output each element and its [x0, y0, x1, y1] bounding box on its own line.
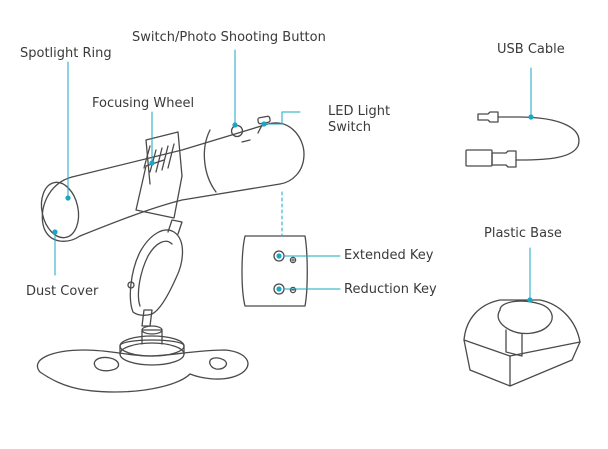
stand-base-icon — [36, 325, 249, 393]
callout-dots — [52, 114, 534, 303]
label-reduction-key: Reduction Key — [344, 282, 437, 297]
callout-lines — [54, 49, 532, 301]
label-extended-key: Extended Key — [344, 248, 434, 263]
stand-arm-icon — [127, 219, 184, 327]
label-plastic-base: Plastic Base — [484, 226, 562, 241]
label-focusing-wheel: Focusing Wheel — [92, 96, 195, 111]
label-usb-cable: USB Cable — [497, 42, 565, 57]
label-spotlight-ring: Spotlight Ring — [20, 46, 112, 61]
label-switch-photo-button: Switch/Photo Shooting Button — [132, 30, 326, 45]
microscope-body-icon — [40, 115, 305, 242]
label-led-light-switch: LED Light Switch — [328, 104, 391, 135]
keys-inset-icon — [241, 235, 308, 307]
plastic-base-icon — [463, 299, 581, 387]
usb-cable-icon — [465, 111, 580, 168]
label-dust-cover: Dust Cover — [26, 284, 99, 299]
